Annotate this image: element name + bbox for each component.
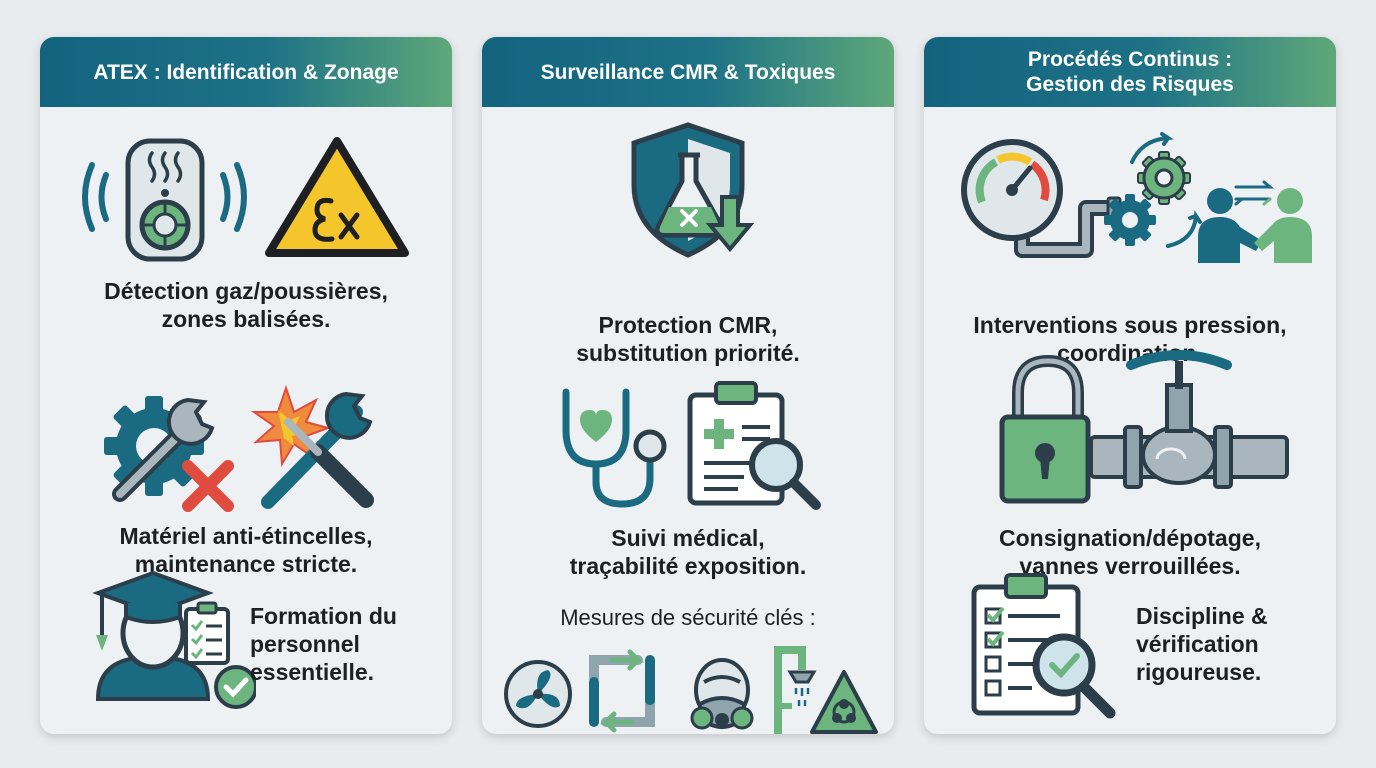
- graduate-checklist-icon: [92, 570, 256, 709]
- medical-follow-up-text: Suivi médical, traçabilité exposition.: [569, 525, 807, 579]
- atex-card-title: ATEX : Identification & Zonage: [93, 60, 399, 84]
- checklist-magnifier-icon: [971, 573, 1116, 719]
- lockout-text: Consignation/dépotage, vannes verrouillé…: [999, 525, 1261, 579]
- key-measures-label: Mesures de sécurité clés :: [560, 605, 816, 630]
- biohazard-icon: [810, 670, 878, 734]
- atex-ex-warning-icon: [265, 137, 409, 257]
- safety-shower-icon: [774, 646, 817, 734]
- atex-card-header: ATEX : Identification & Zonage: [40, 37, 452, 107]
- continuous-process-card: Procédés Continus : Gestion des Risques: [924, 37, 1336, 734]
- continuous-process-card-header: Procédés Continus : Gestion des Risques: [924, 37, 1336, 107]
- handshake-people-icon: [1198, 180, 1312, 263]
- training-text: Formation du personnel essentielle.: [250, 603, 397, 685]
- medical-clipboard-magnifier-icon: [687, 381, 821, 510]
- safety-measures-row: [504, 646, 878, 734]
- stethoscope-icon: [562, 388, 667, 508]
- cmr-card-title: Surveillance CMR & Toxiques: [540, 60, 836, 84]
- ventilation-fan-icon: [504, 660, 572, 728]
- spark-tools-icon: [250, 384, 374, 509]
- locked-valve-pipe-icon: [1089, 350, 1289, 489]
- continuous-process-title-line2: Gestion des Risques: [1026, 73, 1234, 96]
- padlock-icon: [999, 354, 1091, 504]
- discipline-text: Discipline & vérification rigoureuse.: [1136, 603, 1268, 685]
- respirator-mask-icon: [690, 658, 754, 730]
- closed-circuit-pipes-icon: [589, 649, 655, 733]
- cmr-card-header: Surveillance CMR & Toxiques: [482, 37, 894, 107]
- shield-flask-icon: [631, 122, 755, 258]
- atex-card: ATEX : Identification & Zonage Détection…: [40, 37, 452, 734]
- gas-detector-icon: [82, 138, 247, 262]
- gears-cycle-icon: [1104, 132, 1202, 248]
- continuous-process-title-line1: Procédés Continus :: [1027, 48, 1233, 71]
- anti-spark-text: Matériel anti-étincelles, maintenance st…: [119, 523, 373, 577]
- gear-wrench-no-spark-icon: [104, 396, 234, 512]
- cmr-card: Surveillance CMR & Toxiques Protection C…: [482, 37, 894, 734]
- gas-detection-text: Détection gaz/poussières, zones balisées…: [104, 278, 388, 332]
- cmr-protection-text: Protection CMR, substitution priorité.: [576, 312, 800, 366]
